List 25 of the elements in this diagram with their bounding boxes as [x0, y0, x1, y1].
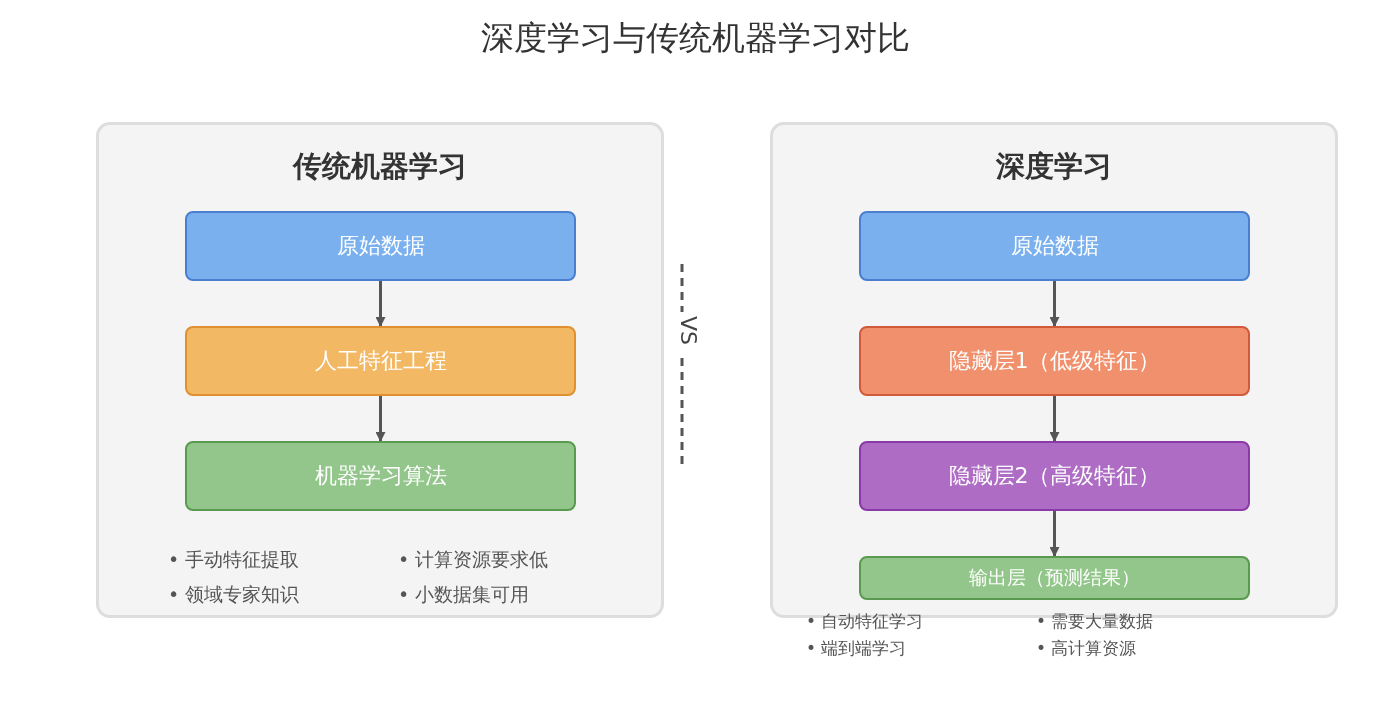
bullet-item: • 高计算资源 [1036, 637, 1137, 660]
bullet-item: • 领域专家知识 [168, 582, 300, 607]
bullet-item: • 小数据集可用 [398, 582, 530, 607]
process-box: 原始数据 [859, 211, 1250, 281]
bullet-item: • 需要大量数据 [1036, 610, 1154, 633]
vs-label: VS [677, 316, 699, 345]
arrow [1049, 281, 1060, 327]
bullet-item: • 计算资源要求低 [398, 547, 549, 572]
bullet-item: • 自动特征学习 [806, 610, 924, 633]
arrow [375, 281, 386, 327]
panel [96, 122, 664, 618]
bullet-item: • 端到端学习 [806, 637, 907, 660]
panel-heading: 深度学习 [995, 148, 1113, 185]
arrow [375, 396, 386, 442]
arrow [1049, 396, 1060, 442]
bullet-item: • 手动特征提取 [168, 547, 300, 572]
process-box: 人工特征工程 [185, 326, 576, 396]
process-box: 原始数据 [185, 211, 576, 281]
panel-heading: 传统机器学习 [291, 148, 468, 185]
process-box: 隐藏层2（高级特征） [859, 441, 1250, 511]
process-box: 输出层（预测结果） [859, 556, 1250, 600]
process-box: 隐藏层1（低级特征） [859, 326, 1250, 396]
arrow [1049, 511, 1060, 557]
process-box: 机器学习算法 [185, 441, 576, 511]
diagram-title: 深度学习与传统机器学习对比 [479, 17, 911, 59]
